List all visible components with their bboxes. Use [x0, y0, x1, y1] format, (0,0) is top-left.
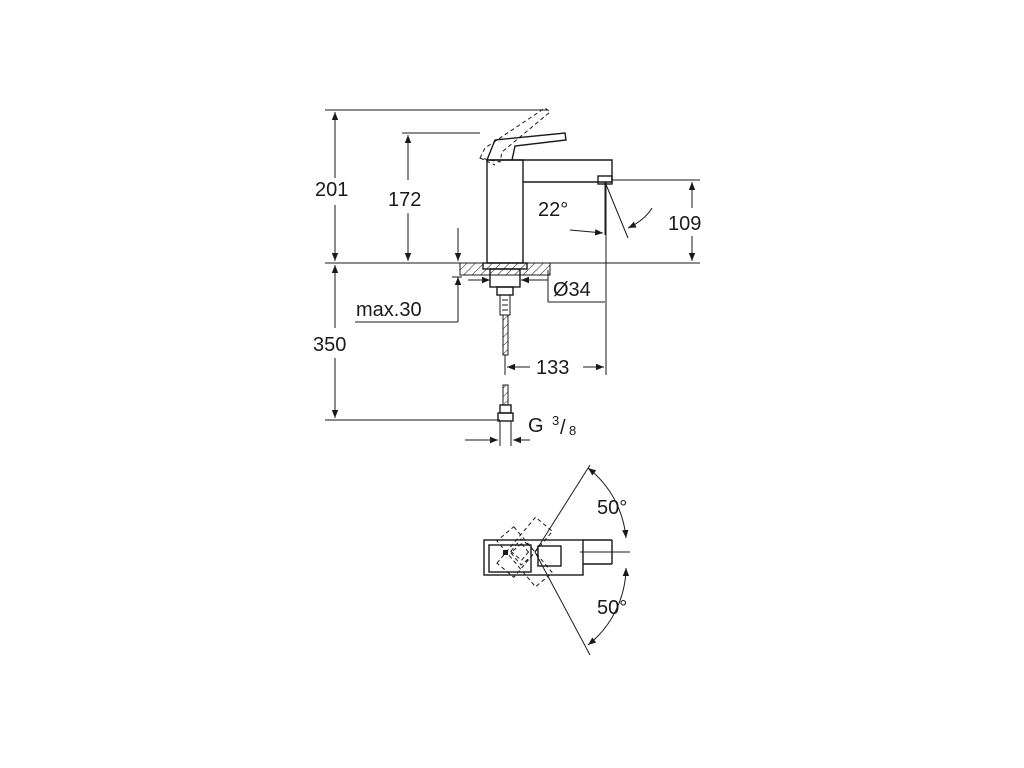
faucet-top-body — [483, 539, 584, 576]
cartridge-top — [537, 545, 562, 567]
dim-max-thickness: max.30 — [356, 299, 422, 321]
dim-connection-g: G — [528, 415, 544, 437]
dim-spout-angle: 22° — [538, 199, 568, 221]
dim-spout-height: 172 — [388, 189, 421, 211]
top-view: 50° 50° — [483, 464, 630, 656]
dim-hose-length: 350 — [313, 334, 346, 356]
dim-rotation-left: 50° — [597, 497, 627, 519]
hose-and-mounting — [496, 286, 514, 422]
dim-spout-reach: 133 — [536, 357, 569, 379]
dim-rotation-right: 50° — [597, 597, 627, 619]
dim-connection-denominator: 8 — [569, 423, 576, 438]
side-view: 201 172 109 22° max.30 Ø34 350 — [313, 107, 701, 446]
dim-connection-numerator: 3 — [552, 413, 559, 428]
lever-top — [488, 544, 532, 573]
dim-total-height: 201 — [315, 179, 348, 201]
faucet-body — [479, 107, 613, 288]
dim-outlet-height: 109 — [668, 213, 701, 235]
dim-hole-diameter: Ø34 — [553, 279, 591, 301]
dim-connection-slash: / — [560, 417, 566, 439]
